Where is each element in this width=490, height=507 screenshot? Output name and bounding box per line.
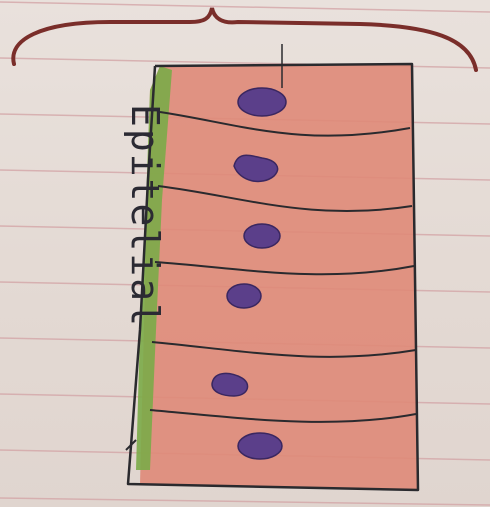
cell-block: [140, 64, 418, 490]
brace-marker: [13, 8, 476, 70]
cell-nucleus: [238, 433, 282, 459]
cell-nucleus: [227, 284, 261, 308]
epithelial-label: Epitelial: [125, 101, 165, 331]
cell-nucleus: [244, 224, 280, 248]
cell-nucleus: [238, 88, 286, 116]
